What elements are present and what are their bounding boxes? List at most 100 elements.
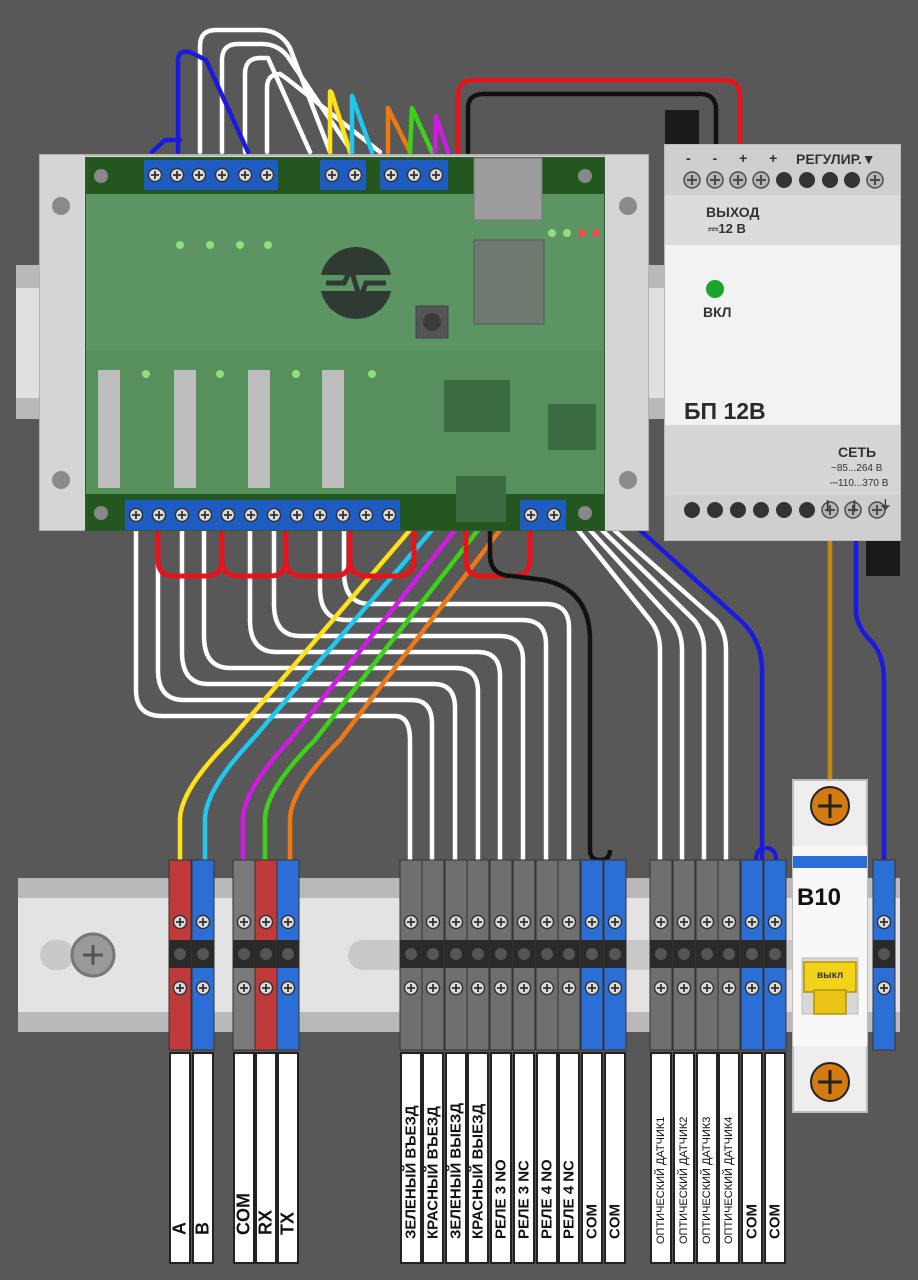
terminal-label-text: ЗЕЛЕНЫЙ ВЪЕЗД bbox=[402, 1105, 420, 1239]
terminal-label-text: ОПТИЧЕСКИЙ ДАТЧИК4 bbox=[723, 1116, 735, 1244]
screw-icon bbox=[561, 914, 577, 930]
terminal-block bbox=[254, 859, 278, 1051]
screw-icon bbox=[280, 914, 296, 930]
terminal-label-text: РЕЛЕ 3 NC bbox=[515, 1160, 533, 1239]
screw-icon bbox=[721, 980, 737, 996]
black-wire-com bbox=[487, 530, 613, 863]
terminal-label-group3-2: ЗЕЛЕНЫЙ ВЫЕЗД bbox=[445, 1052, 467, 1264]
terminal-label-text: КРАСНЫЙ ВЪЕЗД bbox=[424, 1106, 442, 1239]
psu-mains-dc-range: ⎓110...370 В bbox=[830, 478, 889, 489]
terminal-label-text: ЗЕЛЕНЫЙ ВЫЕЗД bbox=[447, 1102, 465, 1239]
screw-icon bbox=[744, 980, 760, 996]
screw-icon bbox=[653, 980, 669, 996]
terminal-block bbox=[672, 859, 696, 1051]
terminal-label-group3-5: РЕЛЕ 3 NC bbox=[513, 1052, 535, 1264]
terminal-block bbox=[466, 859, 490, 1051]
psu-output-label: ВЫХОД bbox=[706, 204, 760, 220]
power-led bbox=[706, 280, 724, 298]
screw-icon bbox=[539, 980, 555, 996]
terminal-block bbox=[444, 859, 468, 1051]
screw-icon bbox=[470, 914, 486, 930]
psu-mains-label: СЕТЬ bbox=[838, 444, 877, 460]
terminal-block bbox=[399, 859, 423, 1051]
terminal-label-group2-2: TX bbox=[277, 1052, 299, 1264]
terminal-label-group4-5: COM bbox=[764, 1052, 786, 1264]
screw-icon bbox=[607, 980, 623, 996]
terminal-label-group3-3: КРАСНЫЙ ВЫЕЗД bbox=[467, 1052, 489, 1264]
terminal-block bbox=[276, 859, 300, 1051]
terminal-block bbox=[763, 859, 787, 1051]
psu-adjust-label: РЕГУЛИР.▼ bbox=[796, 151, 876, 167]
terminal-label-text: B bbox=[192, 1222, 213, 1235]
terminal-block bbox=[232, 859, 256, 1051]
terminal-block bbox=[168, 859, 192, 1051]
screw-icon bbox=[539, 914, 555, 930]
screw-icon bbox=[767, 980, 783, 996]
screw-icon bbox=[403, 980, 419, 996]
terminal-label-group3-8: COM bbox=[581, 1052, 603, 1264]
screw-icon bbox=[258, 914, 274, 930]
terminal-label-text: РЕЛЕ 4 NO bbox=[538, 1159, 556, 1239]
terminal-block bbox=[421, 859, 445, 1051]
terminal-block bbox=[717, 859, 741, 1051]
psu-mount-top bbox=[665, 110, 699, 148]
terminal-block bbox=[740, 859, 764, 1051]
terminal-block bbox=[872, 859, 896, 1051]
terminal-label-group4-2: ОПТИЧЕСКИЙ ДАТЧИК3 bbox=[696, 1052, 718, 1264]
terminal-label-text: ОПТИЧЕСКИЙ ДАТЧИК1 bbox=[655, 1116, 667, 1244]
screw-icon bbox=[584, 914, 600, 930]
screw-icon bbox=[876, 980, 892, 996]
screw-icon bbox=[425, 980, 441, 996]
psu-mount-bottom bbox=[866, 540, 900, 576]
screw-icon bbox=[561, 980, 577, 996]
terminal-label-group3-1: КРАСНЫЙ ВЪЕЗД bbox=[422, 1052, 444, 1264]
terminal-block bbox=[603, 859, 627, 1051]
breaker-switch-label: выкл bbox=[817, 970, 844, 981]
screw-icon bbox=[607, 914, 623, 930]
rail-screw-icon bbox=[70, 932, 116, 978]
screw-icon bbox=[195, 914, 211, 930]
terminal-block bbox=[557, 859, 581, 1051]
terminal-label-text: ОПТИЧЕСКИЙ ДАТЧИК3 bbox=[701, 1116, 713, 1244]
terminal-label-text: A bbox=[169, 1222, 190, 1235]
screw-icon bbox=[584, 980, 600, 996]
terminal-block bbox=[580, 859, 604, 1051]
psu-module bbox=[664, 144, 901, 541]
terminal-label-text: COM bbox=[606, 1204, 624, 1239]
psu-model-label: БП 12В bbox=[684, 398, 766, 424]
screw-icon bbox=[258, 980, 274, 996]
terminal-block bbox=[489, 859, 513, 1051]
breaker-rating-label: B10 bbox=[797, 884, 842, 911]
breaker-lever[interactable] bbox=[803, 961, 857, 993]
terminal-label-group4-1: ОПТИЧЕСКИЙ ДАТЧИК2 bbox=[673, 1052, 695, 1264]
terminal-label-group2-1: RX bbox=[255, 1052, 277, 1264]
screw-icon bbox=[236, 914, 252, 930]
screw-icon bbox=[876, 914, 892, 930]
screw-icon bbox=[721, 914, 737, 930]
terminal-label-group1-1: B bbox=[192, 1052, 214, 1264]
terminal-label-text: РЕЛЕ 4 NC bbox=[560, 1160, 578, 1239]
terminal-block bbox=[512, 859, 536, 1051]
controller-module bbox=[39, 154, 649, 531]
terminal-label-text: RX bbox=[255, 1209, 276, 1235]
terminal-label-text: КРАСНЫЙ ВЫЕЗД bbox=[469, 1103, 487, 1239]
terminal-label-group3-4: РЕЛЕ 3 NO bbox=[490, 1052, 512, 1264]
screw-icon bbox=[744, 914, 760, 930]
terminal-label-group3-9: COM bbox=[604, 1052, 626, 1264]
terminal-blocks bbox=[168, 859, 896, 1051]
screw-icon bbox=[280, 980, 296, 996]
screw-icon bbox=[236, 980, 252, 996]
screw-icon bbox=[516, 980, 532, 996]
screw-icon bbox=[699, 914, 715, 930]
psu-power-led-label: ВКЛ bbox=[703, 304, 732, 320]
blue-wire-com-loop bbox=[754, 845, 778, 861]
terminal-label-text: TX bbox=[277, 1211, 298, 1235]
screw-icon bbox=[172, 980, 188, 996]
psu-mains-ac-range: ~85...264 В bbox=[831, 463, 883, 474]
screw-icon bbox=[676, 914, 692, 930]
psu-bottom-terminal-marks: | | ⏚ bbox=[826, 498, 902, 512]
screw-icon bbox=[699, 980, 715, 996]
terminal-label-text: COM bbox=[583, 1204, 601, 1239]
terminal-label-text: ОПТИЧЕСКИЙ ДАТЧИК2 bbox=[678, 1116, 690, 1244]
